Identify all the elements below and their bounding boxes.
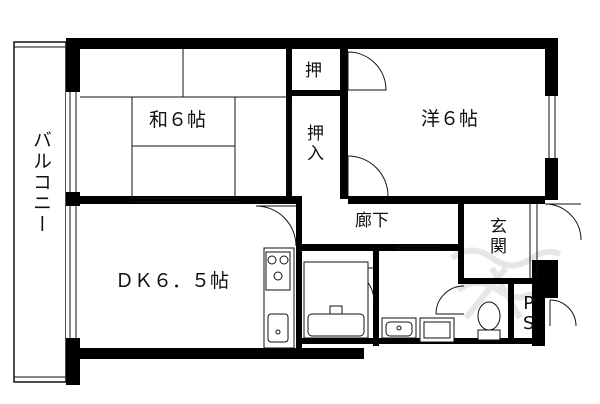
room-label-dk: ＤＫ６．５帖	[115, 270, 230, 292]
room-label-washitsu: 和６帖	[149, 109, 207, 131]
closet-label-oshiire-1: 押	[307, 124, 324, 144]
window-left-upper	[66, 92, 80, 192]
closet-label-oshiire-2: 入	[307, 143, 324, 164]
room-label-yoshitsu: 洋６帖	[421, 108, 479, 130]
room-label-ps-1: P	[523, 293, 535, 314]
sliding-doors	[130, 100, 440, 250]
room-label-rouka: 廊下	[355, 211, 389, 231]
window-right	[545, 96, 558, 158]
kitchen-counter	[263, 247, 295, 349]
room-label-genkan-2: 関	[490, 236, 507, 257]
toilet	[477, 301, 501, 341]
interior-walls	[80, 49, 545, 351]
tatami-lines	[80, 49, 286, 196]
washbasin	[381, 317, 455, 343]
genkan-step	[529, 204, 538, 278]
window-left-lower	[66, 206, 80, 338]
closet-label-oshiire: 押 入	[307, 124, 324, 164]
bathtub	[303, 261, 369, 339]
balcony-label: バルコニー	[30, 130, 52, 235]
room-label-ps: P S	[523, 294, 534, 334]
doors	[255, 51, 582, 327]
room-label-genkan: 玄 関	[490, 217, 507, 257]
room-label-genkan-1: 玄	[490, 217, 507, 237]
room-label-ps-2: S	[523, 312, 535, 334]
closet-label-top: 押	[305, 61, 322, 81]
